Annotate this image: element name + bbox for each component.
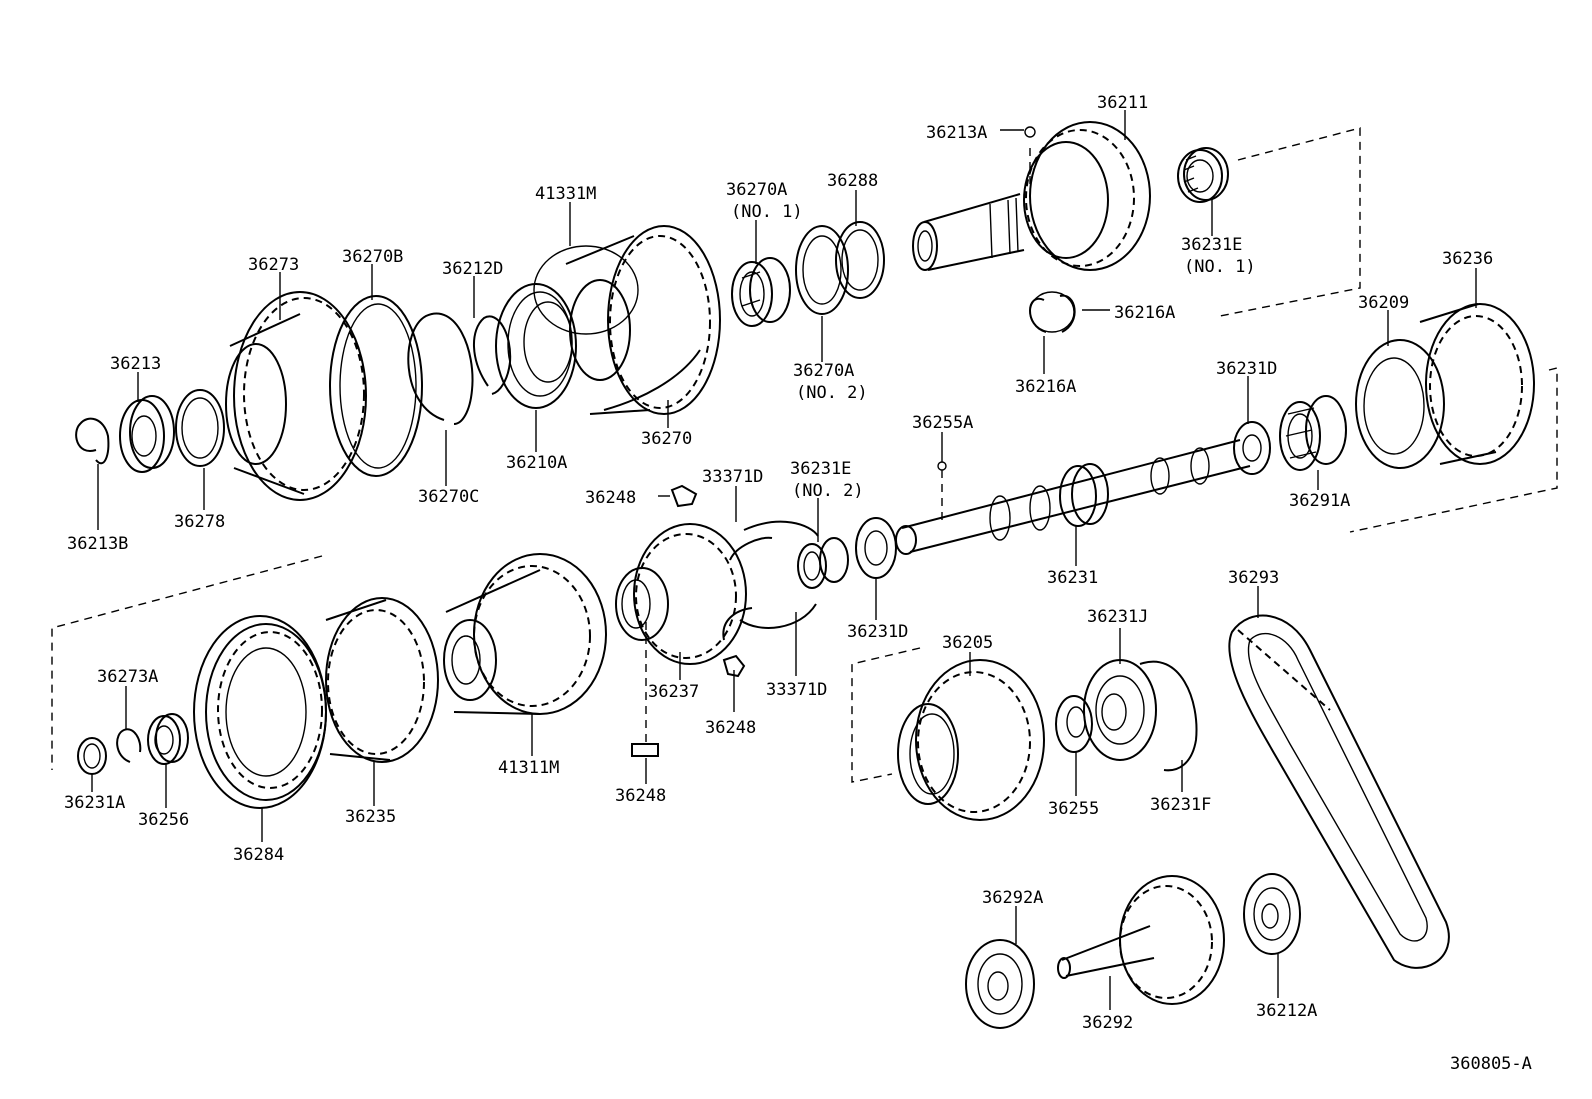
- part-36205-driven-sprocket: [897, 659, 1045, 821]
- part-36248-key-c: [631, 743, 659, 757]
- label-36292A: 36292A: [982, 888, 1043, 908]
- part-36212A-bearing: [1243, 873, 1301, 955]
- label-36231: 36231: [1047, 568, 1098, 588]
- label-36288: 36288: [827, 171, 878, 191]
- part-36293-drive-chain: [1228, 614, 1450, 969]
- part-36231E-no1-bearing: [1177, 147, 1229, 203]
- part-36213B-snap-ring: [75, 417, 110, 465]
- part-36216A-snap-rings: [1029, 291, 1076, 333]
- part-36248-key-a: [670, 484, 698, 508]
- label-36231E-no1: 36231E: [1181, 235, 1242, 255]
- label-36231D-a: 36231D: [1216, 359, 1277, 379]
- label-36236: 36236: [1442, 249, 1493, 269]
- part-36284-drive-sprocket: [193, 615, 327, 809]
- part-36231D-washer-a: [1233, 421, 1271, 475]
- part-41311M-planetary-gear: [443, 553, 607, 715]
- label-36213A: 36213A: [926, 123, 987, 143]
- label-36212D: 36212D: [442, 259, 503, 279]
- label-36292: 36292: [1082, 1013, 1133, 1033]
- part-36231E-no2-bearing: [797, 537, 849, 589]
- label-36209: 36209: [1358, 293, 1409, 313]
- label-36237: 36237: [648, 682, 699, 702]
- label-36211: 36211: [1097, 93, 1148, 113]
- label-36231J: 36231J: [1087, 607, 1148, 627]
- label-36270C: 36270C: [418, 487, 479, 507]
- label-36270A-no2: 36270A: [793, 361, 854, 381]
- label-36248-c: 36248: [615, 786, 666, 806]
- part-36236-sleeve: [1419, 303, 1535, 465]
- label-36278: 36278: [174, 512, 225, 532]
- part-41331M-carrier: [533, 225, 721, 415]
- figure-id: 360805-A: [1450, 1054, 1532, 1074]
- label-36273A: 36273A: [97, 667, 158, 687]
- label-36235: 36235: [345, 807, 396, 827]
- part-36288-race: [835, 221, 885, 299]
- label-36255: 36255: [1048, 799, 1099, 819]
- label-36231A: 36231A: [64, 793, 125, 813]
- label-36248-b: 36248: [705, 718, 756, 738]
- part-36231A-ring: [77, 737, 107, 775]
- part-36270A-no1-bearing: [731, 257, 791, 327]
- label-36270: 36270: [641, 429, 692, 449]
- label-36216A-a: 36216A: [1114, 303, 1175, 323]
- part-36270A-no2-race: [795, 225, 849, 315]
- part-36270-ring: [603, 349, 701, 411]
- part-36237-gear: [615, 523, 747, 665]
- part-36231J-bearing: [1083, 659, 1157, 761]
- part-33371D-snap-rings: [722, 520, 819, 641]
- part-36211-output-shaft: [912, 121, 1151, 271]
- label-41331M: 41331M: [535, 184, 596, 204]
- part-36273A-snap-ring: [116, 728, 142, 763]
- label-36205: 36205: [942, 633, 993, 653]
- part-36270C-snap-ring: [407, 312, 474, 425]
- label-36212A: 36212A: [1256, 1001, 1317, 1021]
- part-36256-bearing: [147, 713, 189, 765]
- part-36231D-washer-b: [855, 517, 897, 579]
- part-36273-gear-ring: [225, 291, 367, 501]
- label-36231D-b: 36231D: [847, 622, 908, 642]
- label-36255A: 36255A: [912, 413, 973, 433]
- part-36235-sleeve: [325, 597, 439, 763]
- label-36213: 36213: [110, 354, 161, 374]
- part-36255-ring: [1055, 695, 1093, 753]
- part-36255A-ball: [937, 461, 947, 471]
- part-36213A-ball: [1024, 126, 1036, 138]
- part-36270B-ring: [329, 295, 423, 477]
- label-36291A: 36291A: [1289, 491, 1350, 511]
- leader-lines: [91, 110, 1477, 1010]
- part-36212D-snap-ring: [472, 315, 512, 395]
- label-36270A-no2-note: (NO. 2): [796, 383, 868, 403]
- part-36292A-bearing: [965, 939, 1035, 1029]
- part-36231-main-shaft: [895, 439, 1251, 555]
- label-36231F: 36231F: [1150, 795, 1211, 815]
- part-36278-washer: [175, 389, 225, 467]
- label-36273: 36273: [248, 255, 299, 275]
- part-36209-hub: [1355, 339, 1445, 469]
- label-33371D-b: 33371D: [766, 680, 827, 700]
- label-36231E-no2-note: (NO. 2): [792, 481, 864, 501]
- label-36284: 36284: [233, 845, 284, 865]
- label-36231E-no1-note: (NO. 1): [1184, 257, 1256, 277]
- part-36213-bearing: [119, 395, 175, 473]
- label-36270B: 36270B: [342, 247, 403, 267]
- label-36231E-no2: 36231E: [790, 459, 851, 479]
- label-41311M: 41311M: [498, 758, 559, 778]
- part-36291A-bearing: [1279, 395, 1347, 471]
- label-36256: 36256: [138, 810, 189, 830]
- part-labels: 36211 36213A 36231E (NO. 1) 36216A 36216…: [64, 93, 1532, 1074]
- part-36292-front-output-shaft: [1057, 875, 1225, 1005]
- part-36248-key-b: [722, 654, 746, 678]
- label-36210A: 36210A: [506, 453, 567, 473]
- label-36270A-no1: 36270A: [726, 180, 787, 200]
- label-36248-a: 36248: [585, 488, 636, 508]
- label-36213B: 36213B: [67, 534, 128, 554]
- label-36216A-b: 36216A: [1015, 377, 1076, 397]
- label-36293: 36293: [1228, 568, 1279, 588]
- part-36231F-snap-ring: [1139, 660, 1198, 772]
- label-33371D-a: 33371D: [702, 467, 763, 487]
- label-36270A-no1-note: (NO. 1): [731, 202, 803, 222]
